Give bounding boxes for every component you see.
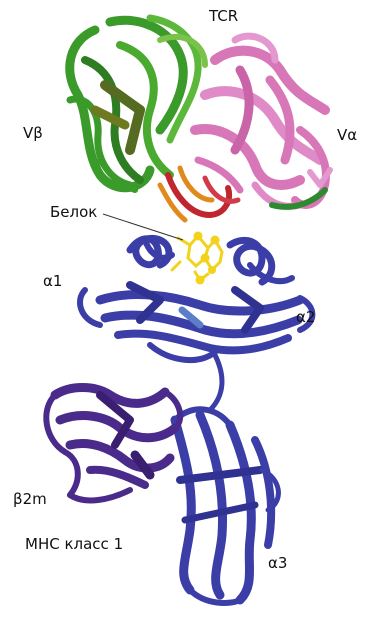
peptide-ligand — [172, 233, 222, 283]
label-beta2m: β2m — [13, 492, 47, 507]
label-tcr: TCR — [209, 9, 238, 24]
v-beta-domain — [70, 18, 205, 190]
label-alpha1: α1 — [43, 274, 62, 289]
beta2m-domain — [46, 388, 180, 501]
mhc-alpha3-domain — [175, 355, 278, 603]
label-mhc: MHC класс 1 — [25, 537, 123, 552]
label-alpha2: α2 — [296, 310, 315, 325]
label-v-alpha: Vα — [337, 128, 357, 143]
label-peptide: Белок — [50, 205, 97, 220]
label-alpha3: α3 — [268, 556, 287, 571]
label-v-beta: Vβ — [23, 126, 43, 141]
v-alpha-domain — [195, 36, 330, 207]
mhc-alpha1-alpha2-domain — [80, 238, 312, 360]
